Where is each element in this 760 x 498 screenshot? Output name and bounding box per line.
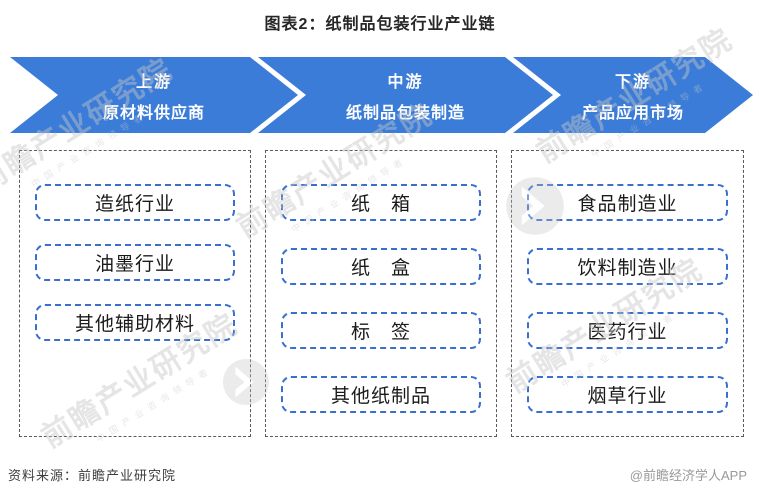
figure-title: 图表2：纸制品包装行业产业链 — [264, 16, 496, 33]
stage-arrow-upstream: 上游 原材料供应商 — [10, 57, 298, 133]
stage-name: 下游 — [614, 73, 651, 91]
item-pill: 油墨行业 — [35, 244, 235, 281]
column-upstream-suppliers: 造纸行业 油墨行业 其他辅助材料 — [19, 150, 251, 437]
item-pill: 其他辅助材料 — [35, 304, 235, 341]
stage-description: 产品应用市场 — [581, 104, 684, 122]
item-pill: 饮料制造业 — [527, 248, 728, 285]
stage-name: 中游 — [387, 73, 424, 91]
item-pill: 纸 箱 — [281, 184, 481, 221]
item-pill: 其他纸制品 — [281, 376, 481, 413]
column-downstream-markets: 食品制造业 饮料制造业 医药行业 烟草行业 — [511, 150, 744, 437]
item-pill: 纸 盒 — [281, 248, 481, 285]
item-pill: 烟草行业 — [527, 376, 728, 413]
stage-name: 上游 — [135, 73, 172, 91]
stage-description: 原材料供应商 — [102, 104, 205, 122]
item-pill: 标 签 — [281, 312, 481, 349]
item-pill: 医药行业 — [527, 312, 728, 349]
source-note: 资料来源：前瞻产业研究院 — [8, 468, 177, 483]
stage-description: 纸制品包装制造 — [345, 104, 465, 122]
stage-arrow-midstream: 中游 纸制品包装制造 — [258, 57, 553, 133]
column-midstream-products: 纸 箱 纸 盒 标 签 其他纸制品 — [265, 150, 497, 437]
credit-note: @前瞻经济学人APP — [629, 468, 747, 483]
item-pill: 食品制造业 — [527, 184, 728, 221]
item-pill: 造纸行业 — [35, 184, 235, 221]
